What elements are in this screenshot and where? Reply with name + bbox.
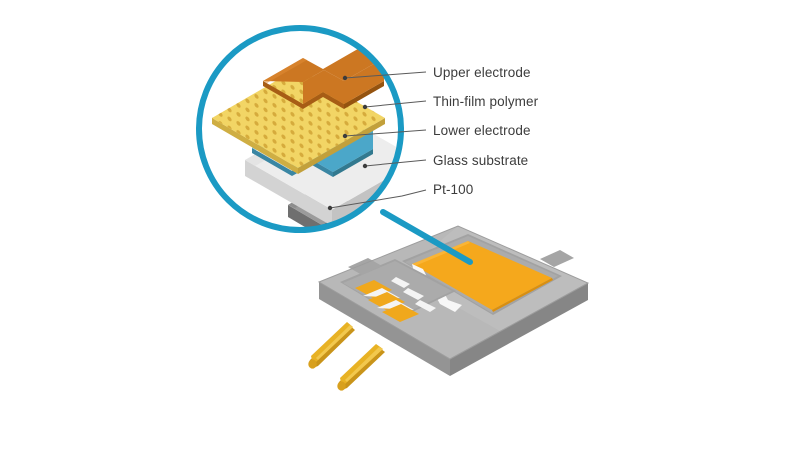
pin-1 — [308, 322, 355, 369]
callout-label-lower-electrode: Lower electrode — [433, 123, 531, 138]
callout-label-pt-100: Pt-100 — [433, 182, 474, 197]
exploded-layer-stack — [212, 46, 401, 230]
leader-dot-upper-electrode — [342, 75, 348, 81]
housing-top-outline — [317, 225, 590, 360]
housing-front-face — [450, 283, 588, 376]
upper-electrode-layer — [263, 46, 384, 109]
leader-dot-pt-100 — [327, 205, 333, 211]
thin-film-polymer-layer — [212, 68, 385, 174]
leader-dot-lower-electrode — [342, 133, 348, 139]
pin-2 — [337, 344, 385, 391]
leader-line-upper-electrode — [344, 71, 427, 79]
magnifier-circle — [196, 25, 404, 233]
callout-label-thin-film-polymer: Thin-film polymer — [433, 94, 539, 109]
magnifier-tail — [380, 209, 473, 265]
callout-label-glass-substrate: Glass substrate — [433, 153, 529, 168]
device-pins — [308, 322, 385, 391]
leader-dot-thin-film-polymer — [362, 104, 368, 110]
sensor-device-body — [308, 225, 590, 391]
device-cavity-contacts — [340, 259, 456, 322]
housing-left-face — [319, 282, 450, 376]
leader-dot-glass-substrate — [362, 163, 368, 169]
device-notch-right — [540, 250, 574, 267]
leader-line-lower-electrode — [344, 129, 427, 137]
leader-line-pt-100 — [329, 189, 427, 209]
callout-leader-lines — [327, 71, 427, 211]
callout-label-upper-electrode: Upper electrode — [433, 65, 531, 80]
leader-line-thin-film-polymer — [364, 100, 427, 108]
device-notch-left — [348, 258, 382, 275]
leader-line-glass-substrate — [364, 159, 427, 167]
